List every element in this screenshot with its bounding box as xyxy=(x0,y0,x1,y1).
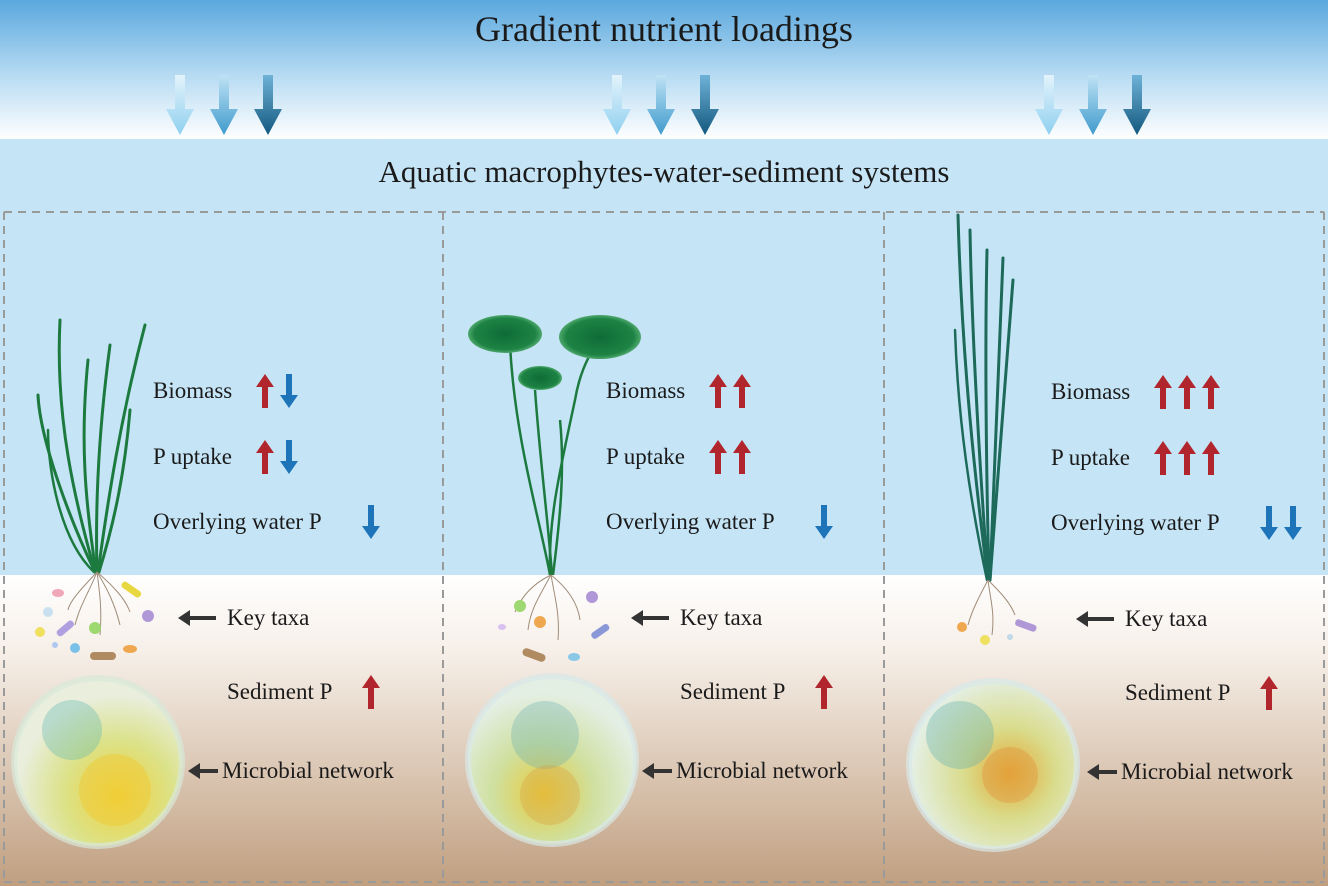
panel-1-biomass-arrows xyxy=(255,373,299,409)
arrow-up-icon xyxy=(1178,441,1196,475)
lily-pad-left xyxy=(468,315,542,353)
arrow-up-icon xyxy=(1202,441,1220,475)
panel-1-sediment-p-arrows xyxy=(361,674,381,710)
microbes-3 xyxy=(957,619,1037,645)
panel-1-p-uptake-label: P uptake xyxy=(153,444,232,469)
panel-2-biomass-label: Biomass xyxy=(606,378,686,403)
plant-tapegrass xyxy=(953,213,1015,582)
panel-3-p-uptake-label: P uptake xyxy=(1051,445,1130,470)
panel-1-water-p-arrows xyxy=(361,504,381,540)
panel-3-sediment-p-arrows xyxy=(1259,675,1279,711)
arrow-down-icon xyxy=(1260,506,1278,540)
panel-2-p-uptake-label: P uptake xyxy=(606,444,685,469)
arrow-down-icon xyxy=(1284,506,1302,540)
microbes-2 xyxy=(498,591,610,662)
panel-3-p-uptake-arrows xyxy=(1153,440,1221,476)
panel-2-biomass-arrows xyxy=(708,373,752,409)
panel-3-key-taxa-label: Key taxa xyxy=(1125,606,1208,631)
diagram-title: Gradient nutrient loadings xyxy=(475,9,853,49)
panel-2-sediment-p-label: Sediment P xyxy=(680,679,786,704)
panel-2-key-taxa-label: Key taxa xyxy=(680,605,763,630)
arrow-up-icon xyxy=(709,374,727,408)
sediment-layer xyxy=(0,575,1328,886)
arrow-down-icon xyxy=(280,374,298,408)
arrow-up-icon xyxy=(733,374,751,408)
arrow-up-icon xyxy=(1178,375,1196,409)
pointer-arrows xyxy=(178,610,1117,780)
panel-3-water-p-arrows xyxy=(1259,505,1303,541)
arrow-up-icon xyxy=(1154,441,1172,475)
panel-1-p-uptake-arrows xyxy=(255,439,299,475)
arrow-up-icon xyxy=(362,675,380,709)
panel-2-p-uptake-arrows xyxy=(708,439,752,475)
panel-1-biomass-label: Biomass xyxy=(153,378,233,403)
panel-3-biomass-arrows xyxy=(1153,374,1221,410)
panel-3-network-label: Microbial network xyxy=(1121,759,1293,784)
arrow-up-icon xyxy=(1202,375,1220,409)
plant-eelgrass xyxy=(36,318,147,574)
arrow-up-icon xyxy=(709,440,727,474)
arrow-up-icon xyxy=(256,440,274,474)
loading-arrow-group-1 xyxy=(166,75,282,135)
panel-borders xyxy=(3,211,1325,883)
lily-pad-small xyxy=(518,366,562,390)
arrow-up-icon xyxy=(1154,375,1172,409)
panel-3-sediment-p-label: Sediment P xyxy=(1125,680,1231,705)
arrow-up-icon xyxy=(1260,676,1278,710)
panel-1-water-p-label: Overlying water P xyxy=(153,509,322,534)
system-title: Aquatic macrophytes-water-sediment syste… xyxy=(378,154,950,189)
arrow-down-icon xyxy=(362,505,380,539)
arrow-up-icon xyxy=(733,440,751,474)
panel-1-sediment-p-label: Sediment P xyxy=(227,679,333,704)
panel-2-water-p-label: Overlying water P xyxy=(606,509,775,534)
plant-floating-leaf xyxy=(508,344,597,576)
panel-1-network-label: Microbial network xyxy=(222,758,394,783)
microbial-network-1 xyxy=(11,675,185,849)
microbial-network-2 xyxy=(465,673,639,847)
arrow-up-icon xyxy=(815,675,833,709)
arrow-down-icon xyxy=(815,505,833,539)
loading-arrow-group-3 xyxy=(1035,75,1151,135)
panel-2-water-p-arrows xyxy=(814,504,834,540)
roots-3 xyxy=(967,579,1016,636)
panel-2-sediment-p-arrows xyxy=(814,674,834,710)
arrow-down-icon xyxy=(280,440,298,474)
lily-pad-right xyxy=(559,315,641,359)
microbial-network-3 xyxy=(906,678,1080,852)
roots-1 xyxy=(67,571,131,636)
panel-3-water-p-label: Overlying water P xyxy=(1051,510,1220,535)
arrow-up-icon xyxy=(256,374,274,408)
microbes-1 xyxy=(35,581,154,660)
panel-3-biomass-label: Biomass xyxy=(1051,379,1131,404)
panel-1-key-taxa-label: Key taxa xyxy=(227,605,310,630)
loading-arrow-group-2 xyxy=(603,75,719,135)
panel-2-network-label: Microbial network xyxy=(676,758,848,783)
